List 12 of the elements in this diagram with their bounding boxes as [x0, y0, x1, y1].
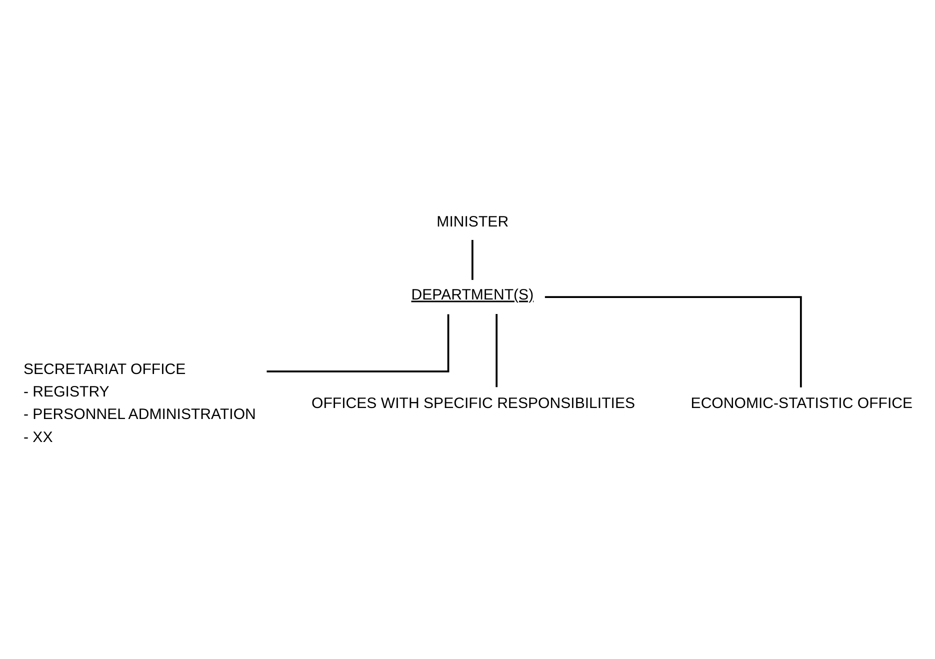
node-text: SECRETARIAT OFFICE	[24, 360, 186, 378]
connector	[266, 314, 450, 372]
node-label: - PERSONNEL ADMINISTRATION	[24, 406, 256, 423]
node-text: DEPARTMENT(S)	[411, 286, 534, 304]
node-label: - REGISTRY	[24, 383, 110, 400]
connector	[472, 239, 474, 280]
connector	[496, 314, 498, 387]
node-label: - XX	[24, 428, 53, 446]
node-text: MINISTER	[436, 212, 509, 230]
node-text: OFFICES WITH SPECIFIC RESPONSIBILITIES	[312, 394, 636, 412]
connector	[544, 296, 802, 387]
node-text: ECONOMIC-STATISTIC OFFICE	[690, 394, 913, 412]
